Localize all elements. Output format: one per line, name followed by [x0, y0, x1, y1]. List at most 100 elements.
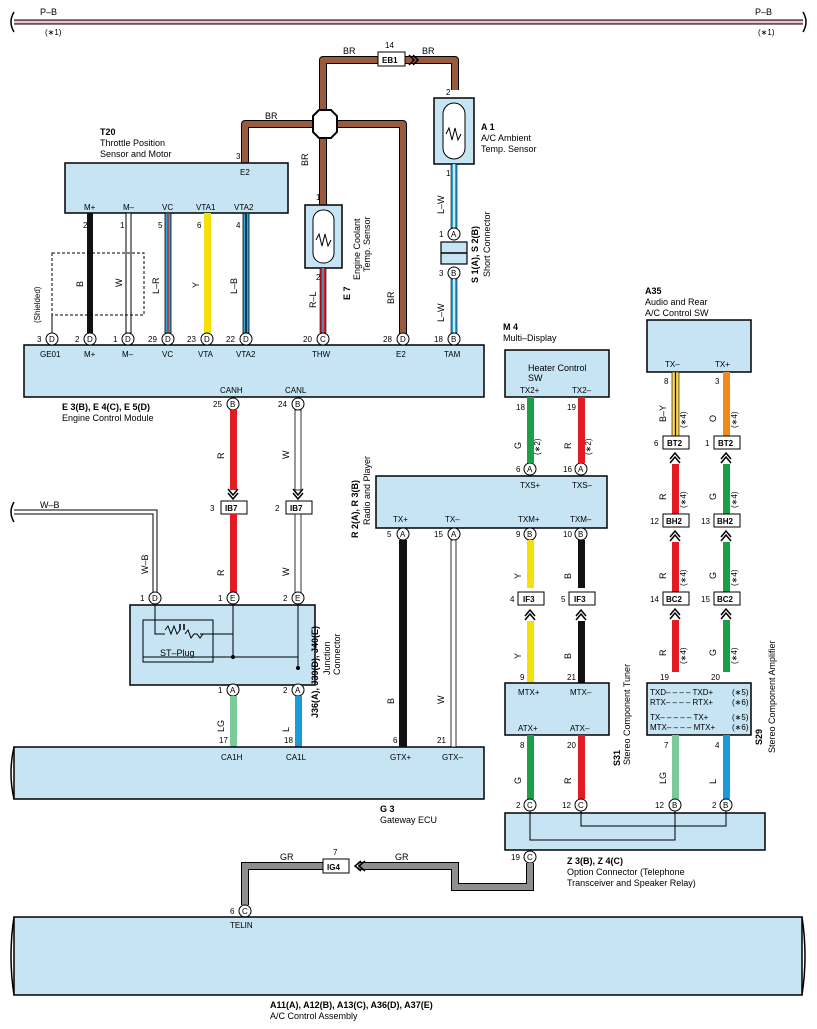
- svg-text:A: A: [451, 530, 457, 539]
- svg-text:1: 1: [439, 230, 444, 239]
- s29-name: Stereo Component Amplifier: [767, 640, 777, 753]
- svg-text:12: 12: [650, 517, 659, 526]
- svg-text:R: R: [658, 493, 668, 500]
- svg-text:G: G: [513, 777, 523, 784]
- svg-text:B–Y: B–Y: [658, 405, 668, 422]
- svg-text:W–B: W–B: [140, 554, 150, 574]
- svg-text:6: 6: [197, 221, 202, 230]
- svg-text:Y: Y: [513, 653, 523, 659]
- z3-option-connector: C2 C12 B12 B2 C19 Z 3(B), Z 4(C) Option …: [504, 798, 766, 888]
- br-label: BR: [422, 46, 435, 56]
- svg-text:BC2: BC2: [717, 595, 734, 604]
- a11-ac-control-assembly: TELIN A11(A), A12(B), A13(C), A36(D), A3…: [10, 916, 806, 1021]
- svg-text:L–R: L–R: [151, 277, 161, 294]
- svg-text:12: 12: [655, 801, 664, 810]
- svg-text:VC: VC: [162, 350, 173, 359]
- svg-text:1: 1: [316, 193, 321, 202]
- svg-text:(∗4): (∗4): [679, 647, 688, 664]
- svg-text:15: 15: [434, 530, 443, 539]
- svg-text:4: 4: [715, 741, 720, 750]
- svg-text:(∗4): (∗4): [730, 491, 739, 508]
- svg-text:BH2: BH2: [666, 517, 683, 526]
- svg-text:TX+: TX+: [715, 360, 730, 369]
- svg-text:GTX–: GTX–: [442, 753, 463, 762]
- s29-code: S29: [754, 729, 764, 745]
- svg-text:D: D: [49, 335, 55, 344]
- svg-text:E: E: [230, 594, 235, 603]
- svg-text:29: 29: [148, 335, 157, 344]
- br-label: BR: [300, 153, 310, 166]
- eb1-connector: EB1 14: [377, 41, 420, 67]
- svg-text:D: D: [87, 335, 93, 344]
- svg-text:TXS–: TXS–: [572, 481, 593, 490]
- a11-name: A/C Control Assembly: [270, 1011, 358, 1021]
- svg-text:C: C: [242, 907, 248, 916]
- svg-text:L: L: [281, 727, 291, 732]
- svg-text:5: 5: [561, 595, 566, 604]
- svg-text:(∗6): (∗6): [732, 698, 749, 707]
- svg-text:D: D: [400, 335, 406, 344]
- svg-text:10: 10: [563, 530, 572, 539]
- svg-text:L–W: L–W: [436, 303, 446, 322]
- a11-code: A11(A), A12(B), A13(C), A36(D), A37(E): [270, 1000, 433, 1010]
- z3-name2: Transceiver and Speaker Relay): [567, 878, 696, 888]
- svg-text:R–L: R–L: [308, 291, 318, 308]
- svg-text:22: 22: [226, 335, 235, 344]
- svg-text:L: L: [708, 779, 718, 784]
- s1-name: Short Connector: [482, 211, 492, 277]
- svg-text:5: 5: [387, 530, 392, 539]
- top-wire-left-note: (∗1): [45, 28, 62, 37]
- a35-name1: Audio and Rear: [645, 297, 708, 307]
- svg-text:C: C: [527, 853, 533, 862]
- svg-text:R: R: [216, 452, 226, 459]
- svg-text:R: R: [216, 569, 226, 576]
- svg-text:CANH: CANH: [220, 386, 243, 395]
- svg-text:7: 7: [333, 848, 338, 857]
- svg-text:B: B: [672, 801, 677, 810]
- e7-code: E 7: [342, 286, 352, 300]
- svg-text:D: D: [243, 335, 249, 344]
- s1-code: S 1(A), S 2(B): [470, 226, 480, 283]
- svg-text:8: 8: [520, 741, 525, 750]
- svg-text:13: 13: [701, 517, 710, 526]
- svg-text:2: 2: [516, 801, 521, 810]
- svg-text:L–W: L–W: [436, 195, 446, 214]
- svg-text:(∗2): (∗2): [584, 438, 593, 455]
- svg-text:(∗4): (∗4): [730, 411, 739, 428]
- svg-text:8: 8: [664, 377, 669, 386]
- svg-text:TAM: TAM: [444, 350, 461, 359]
- st-plug-label: ST–Plug: [160, 648, 195, 658]
- m4-sub1: Heater Control: [528, 363, 587, 373]
- s29-stereo-amplifier: TXD– – – – TXD+ RTX– – – – RTX+ TX– – – …: [646, 640, 777, 753]
- br-label: BR: [386, 291, 396, 304]
- svg-text:W: W: [114, 278, 124, 287]
- svg-text:D: D: [152, 594, 158, 603]
- top-wire-right-note: (∗1): [758, 28, 775, 37]
- svg-text:18: 18: [516, 403, 525, 412]
- svg-text:28: 28: [383, 335, 392, 344]
- svg-text:21: 21: [567, 673, 576, 682]
- svg-text:O: O: [708, 415, 718, 422]
- t20-pin-mplus: M+: [84, 203, 96, 212]
- svg-text:19: 19: [660, 673, 669, 682]
- ecm-name: Engine Control Module: [62, 413, 154, 423]
- svg-text:19: 19: [511, 853, 520, 862]
- svg-text:B: B: [295, 400, 300, 409]
- svg-text:BT2: BT2: [667, 439, 683, 448]
- svg-text:TX–: TX–: [445, 515, 460, 524]
- svg-text:18: 18: [284, 736, 293, 745]
- svg-text:6: 6: [654, 439, 659, 448]
- a35-audio-control-sw: A35 Audio and Rear A/C Control SW TX– TX…: [645, 286, 752, 373]
- br-label: BR: [265, 111, 278, 121]
- svg-text:A: A: [527, 465, 533, 474]
- t20-name2: Sensor and Motor: [100, 149, 172, 159]
- s31-code: S31: [612, 750, 622, 766]
- svg-text:6: 6: [516, 465, 521, 474]
- svg-text:(∗5): (∗5): [732, 688, 749, 697]
- a35-code: A35: [645, 286, 662, 296]
- svg-text:TX–: TX–: [665, 360, 680, 369]
- svg-text:TX+: TX+: [393, 515, 408, 524]
- svg-text:TX– – – – – TX+: TX– – – – – TX+: [650, 713, 709, 722]
- a1-name1: A/C Ambient: [481, 133, 532, 143]
